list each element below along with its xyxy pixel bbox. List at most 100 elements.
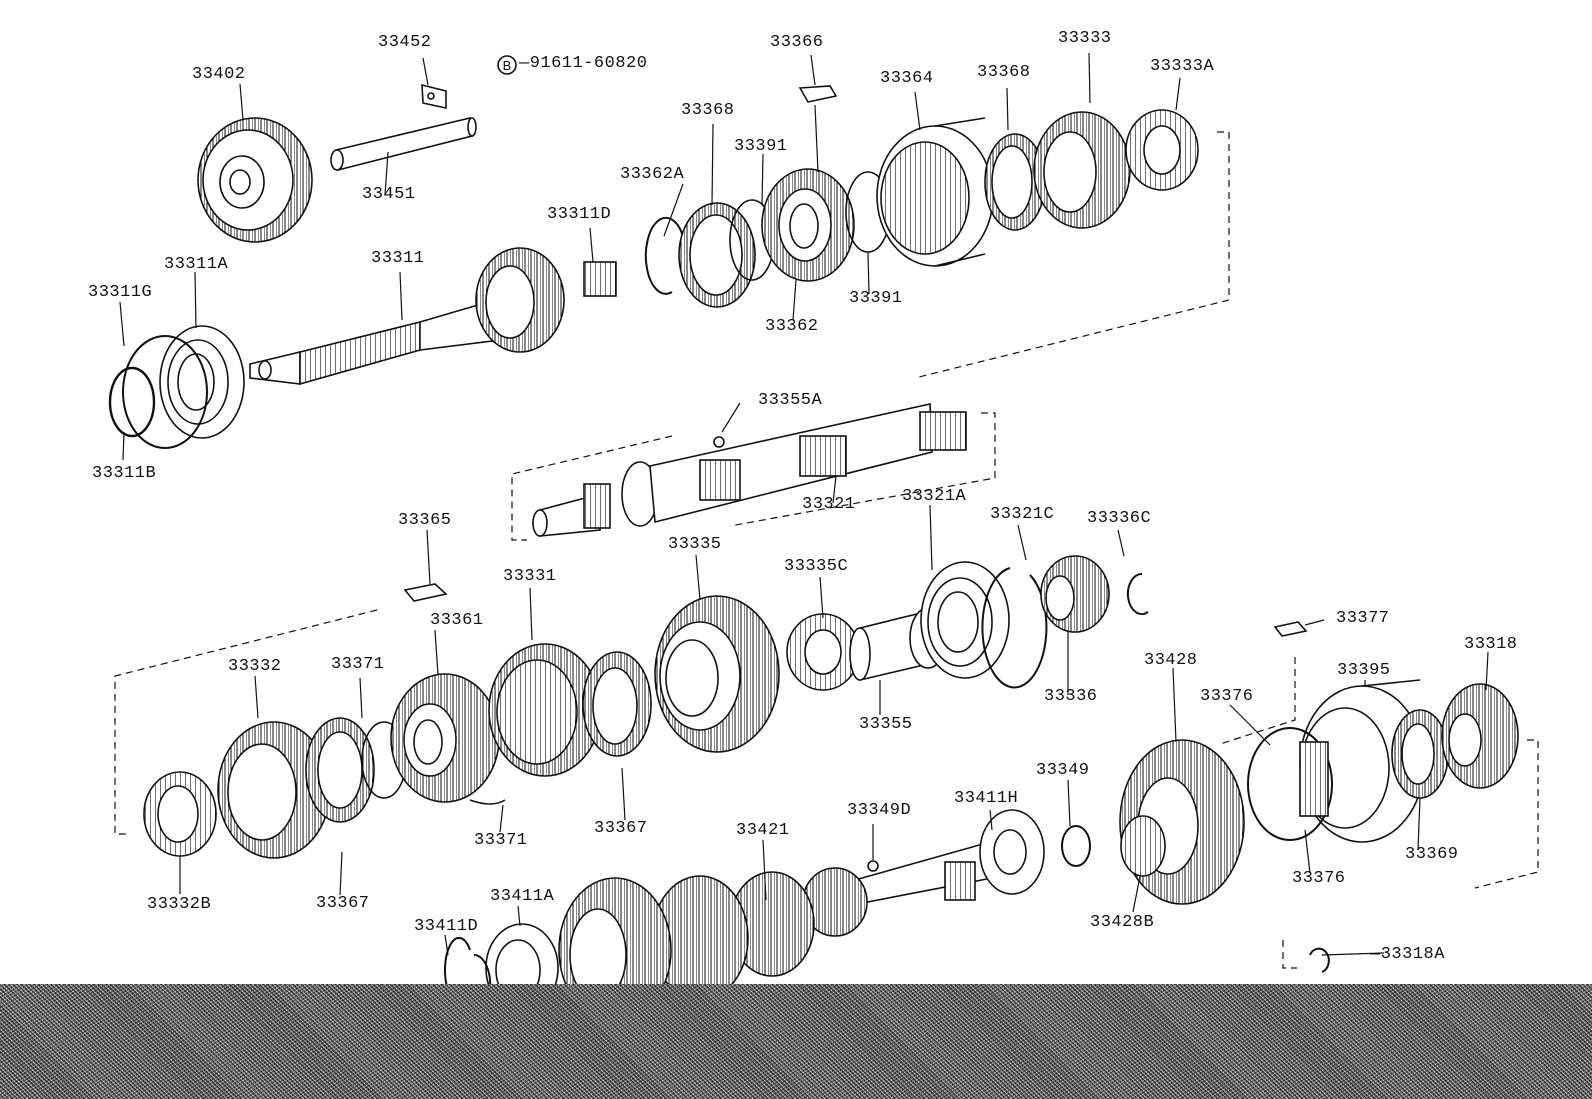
snap-ring-b (108, 366, 156, 438)
callout-33355A[interactable]: 33355A (758, 391, 823, 410)
snap-ring-318a (1309, 947, 1330, 973)
bolt-marker-circle (497, 55, 517, 75)
needle-bearing-332b (143, 771, 217, 857)
shifting-key-365 (403, 583, 448, 602)
group-frame-input-shaft (914, 131, 1230, 379)
callout-33411D[interactable]: 33411D (414, 917, 479, 936)
callout-33362A[interactable]: 33362A (620, 165, 685, 184)
ball-355a (713, 436, 725, 448)
callout-33411H[interactable]: 33411H (954, 789, 1019, 808)
callout-33368-right[interactable]: 33368 (977, 63, 1031, 82)
callout-33376-top[interactable]: 33376 (1200, 687, 1254, 706)
callout-33452[interactable]: 33452 (378, 33, 432, 52)
callout-33364[interactable]: 33364 (880, 69, 934, 88)
callout-33371-top[interactable]: 33371 (331, 655, 385, 674)
callout-91611-60820[interactable]: —91611-60820 (519, 54, 648, 73)
scan-noise-band (0, 984, 1592, 1099)
callout-33321[interactable]: 33321 (802, 495, 856, 514)
ball-349d (867, 860, 879, 872)
snap-ring-362a (644, 216, 685, 295)
fifth-gear-333 (1033, 111, 1131, 229)
hub-sleeve-364 (876, 117, 994, 267)
callout-33451[interactable]: 33451 (362, 185, 416, 204)
synchronizer-hub-362 (761, 168, 855, 282)
ring-349 (1061, 825, 1091, 867)
synchronizer-hub-361 (390, 673, 500, 803)
callout-33361[interactable]: 33361 (430, 611, 484, 630)
synchronizer-ring-367-right (582, 651, 652, 757)
reverse-idler-shaft (330, 117, 477, 172)
callout-33321C[interactable]: 33321C (990, 505, 1055, 524)
needle-bearing-333a (1125, 109, 1199, 191)
callout-33367-right[interactable]: 33367 (594, 819, 648, 838)
needle-bearing-335c (786, 613, 860, 691)
callout-33349[interactable]: 33349 (1036, 761, 1090, 780)
key-spring-376 (1247, 727, 1333, 841)
callout-33311B[interactable]: 33311B (92, 464, 157, 483)
gear-336 (1040, 555, 1110, 633)
gear-318 (1441, 683, 1519, 789)
synchronizer-ring-367-left (305, 717, 375, 823)
callout-33349D[interactable]: 33349D (847, 801, 912, 820)
callout-33311D[interactable]: 33311D (547, 205, 612, 224)
callout-33332[interactable]: 33332 (228, 657, 282, 676)
synchronizer-ring-right (984, 133, 1046, 231)
group-frame-gears (114, 609, 378, 835)
callout-33355[interactable]: 33355 (859, 715, 913, 734)
snap-ring-321c (981, 567, 1048, 689)
key-spring-371b (469, 799, 506, 805)
callout-33311A[interactable]: 33311A (164, 255, 229, 274)
callout-33371-bottom[interactable]: 33371 (474, 831, 528, 850)
callout-33333[interactable]: 33333 (1058, 29, 1112, 48)
callout-33335C[interactable]: 33335C (784, 557, 849, 576)
input-shaft-bearing (159, 325, 245, 439)
callout-33318[interactable]: 33318 (1464, 635, 1518, 654)
shifting-key-377 (1273, 621, 1308, 637)
callout-33365[interactable]: 33365 (398, 511, 452, 530)
group-frame-reverse (1219, 657, 1539, 969)
callout-33311[interactable]: 33311 (371, 249, 425, 268)
second-gear-335 (654, 595, 780, 753)
callout-33391-top[interactable]: 33391 (734, 137, 788, 156)
reverse-idler-gear (197, 117, 313, 243)
needle-bearing-input (583, 261, 617, 297)
output-shaft-bearing (920, 561, 1010, 679)
callout-33376-bottom[interactable]: 33376 (1292, 869, 1346, 888)
callout-33391-bottom[interactable]: 33391 (849, 289, 903, 308)
callout-33332B[interactable]: 33332B (147, 895, 212, 914)
callout-33362[interactable]: 33362 (765, 317, 819, 336)
callout-33331[interactable]: 33331 (503, 567, 557, 586)
callout-33366[interactable]: 33366 (770, 33, 824, 52)
callout-33369[interactable]: 33369 (1405, 845, 1459, 864)
callout-33321A[interactable]: 33321A (902, 487, 967, 506)
snap-ring-g (122, 335, 208, 449)
callout-33428B[interactable]: 33428B (1090, 913, 1155, 932)
callout-33411A[interactable]: 33411A (490, 887, 555, 906)
callout-33335[interactable]: 33335 (668, 535, 722, 554)
callout-33333A[interactable]: 33333A (1150, 57, 1215, 76)
callout-33402[interactable]: 33402 (192, 65, 246, 84)
bolt-marker-letter: B (503, 58, 512, 73)
synchronizer-ring-369 (1391, 709, 1449, 799)
callout-33377[interactable]: 33377 (1336, 609, 1390, 628)
snap-ring-336c (1126, 572, 1149, 615)
hub-sleeve-331 (488, 643, 602, 777)
synchronizer-ring-left (678, 202, 756, 308)
callout-33395[interactable]: 33395 (1337, 661, 1391, 680)
snap-ring-411d (443, 936, 471, 991)
callout-33421[interactable]: 33421 (736, 821, 790, 840)
shifting-key-366 (798, 85, 838, 103)
callout-33336C[interactable]: 33336C (1087, 509, 1152, 528)
input-shaft (249, 247, 565, 386)
hub-376 (1299, 741, 1329, 817)
output-shaft (532, 403, 967, 537)
callout-33318A[interactable]: —33318A (1370, 945, 1445, 964)
callout-33367-left[interactable]: 33367 (316, 894, 370, 913)
callout-33368-left[interactable]: 33368 (681, 101, 735, 120)
group-frame-output-shaft (511, 412, 996, 541)
callout-33311G[interactable]: 33311G (88, 283, 153, 302)
callout-33336[interactable]: 33336 (1044, 687, 1098, 706)
callout-33428[interactable]: 33428 (1144, 651, 1198, 670)
